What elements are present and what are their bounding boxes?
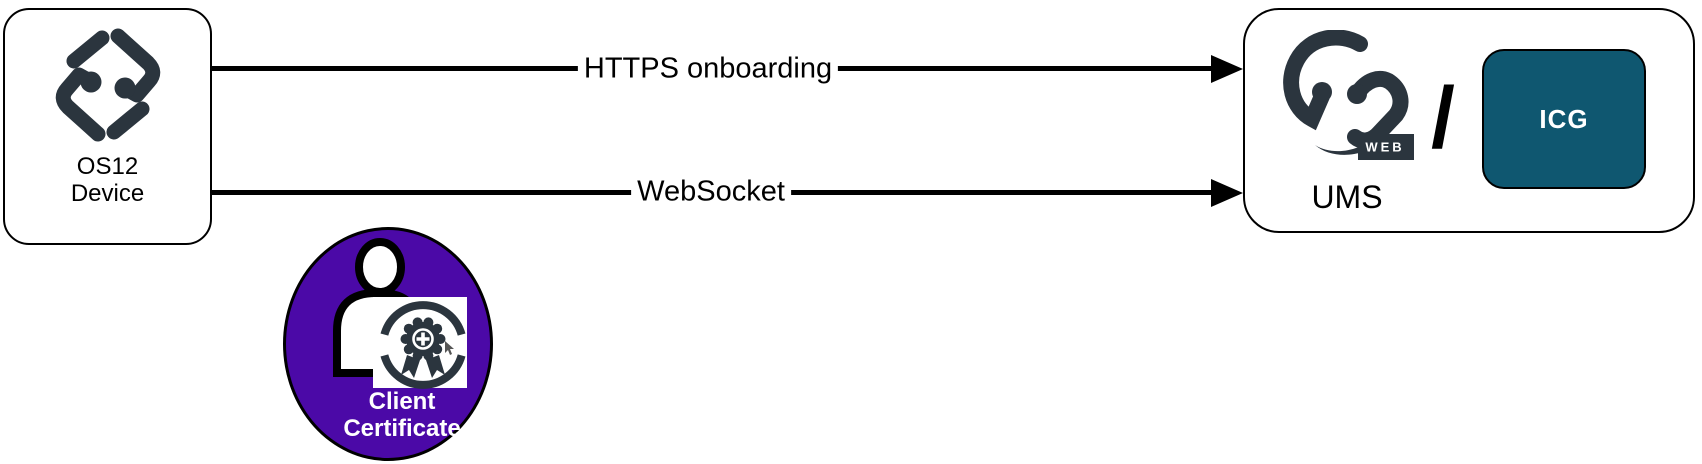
device-title-line1: OS12 (76, 153, 139, 180)
device-node: OS12 Device (3, 8, 212, 245)
device-title-line2: Device (70, 180, 145, 207)
client-certificate-label: Client Certificate (343, 388, 460, 442)
cursor-icon (445, 341, 454, 355)
arrow-label-https: HTTPS onboarding (577, 52, 839, 86)
icg-label: ICG (1539, 103, 1589, 134)
arrow-label-websocket: WebSocket (631, 175, 791, 209)
ums-node-title: UMS (1311, 179, 1383, 215)
ums-web-logo-icon: WEB (1283, 30, 1414, 160)
certificate-label-line1: Client (368, 388, 436, 415)
device-node-title: OS12 Device (71, 153, 144, 207)
arrowhead-icon (1211, 179, 1243, 207)
arrowhead-icon (1211, 55, 1243, 83)
certificate-label-line2: Certificate (343, 415, 461, 442)
slash-separator: / (1431, 70, 1455, 166)
web-badge: WEB (1358, 134, 1414, 160)
ums-node: WEB / ICG UMS (1243, 8, 1695, 233)
web-badge-label: WEB (1365, 140, 1404, 155)
certificate-badge-icon (380, 301, 466, 389)
device-logo-icon (55, 28, 160, 142)
icg-node: ICG (1482, 49, 1646, 189)
person-certificate-icon (333, 238, 467, 389)
